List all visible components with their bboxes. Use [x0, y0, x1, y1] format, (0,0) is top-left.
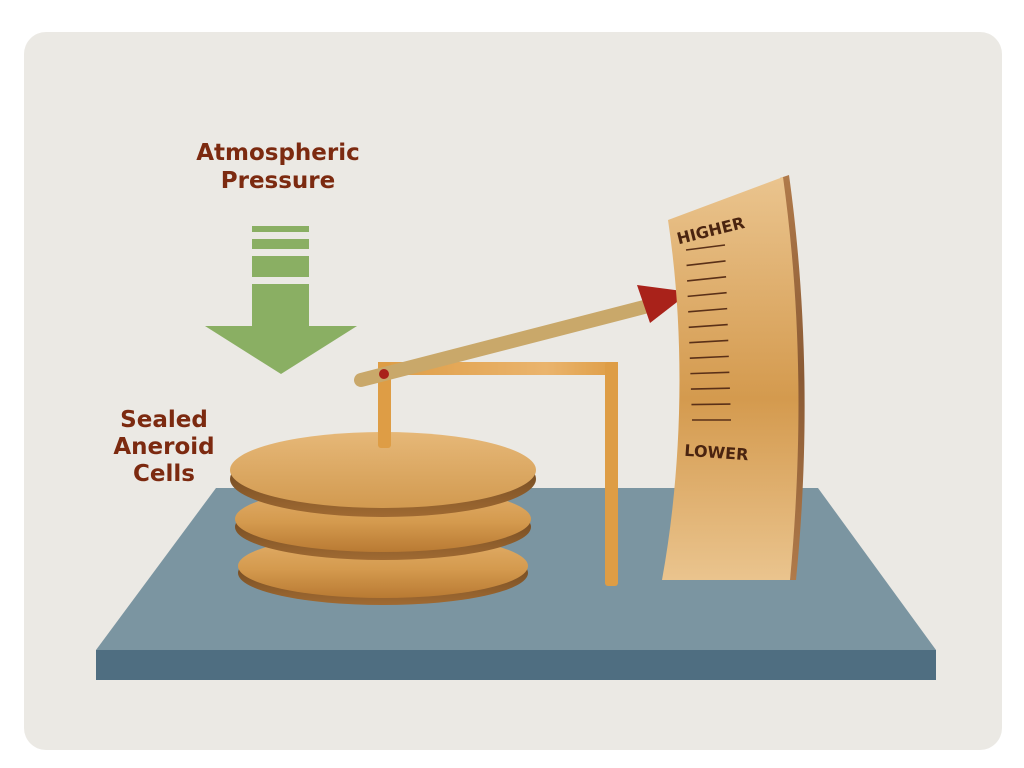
scale-tick — [689, 355, 729, 359]
cells-label-line1: Sealed — [120, 407, 208, 433]
cells-label-line3: Cells — [133, 461, 195, 487]
pointer-shaft — [354, 299, 655, 387]
scale-tick — [688, 307, 728, 313]
scale-tick — [690, 387, 730, 390]
scale-tick — [687, 291, 727, 298]
scale-tick — [686, 260, 726, 267]
pressure-arrow-stripe-3 — [252, 256, 309, 277]
scale-tick — [687, 276, 727, 282]
pressure-arrow — [205, 226, 357, 374]
scale-ticks — [685, 244, 731, 421]
base-plate-front — [96, 650, 936, 680]
pressure-arrow-head — [205, 326, 357, 374]
pressure-arrow-stripe-2 — [252, 239, 309, 249]
pivot-point — [379, 369, 389, 379]
scale-edge — [780, 175, 805, 580]
pressure-label-line2: Pressure — [221, 168, 336, 194]
aneroid-cell-stack — [230, 432, 536, 605]
scale-tick — [690, 371, 730, 375]
pressure-arrow-shaft — [252, 284, 309, 326]
scale-face — [662, 177, 799, 580]
scale-tick — [688, 323, 728, 329]
frame-right-post — [605, 362, 618, 586]
scale-tick — [685, 244, 726, 251]
scale-label-lower: LOWER — [684, 441, 749, 464]
pressure-arrow-stripe-1 — [252, 226, 309, 232]
pressure-scale: HIGHER LOWER — [662, 175, 805, 580]
pressure-label-line1: Atmospheric — [196, 140, 360, 166]
cells-label-line2: Aneroid — [113, 434, 214, 460]
scale-tick — [689, 339, 729, 344]
aneroid-cell-top — [230, 432, 536, 517]
frame-cell-rod — [378, 362, 391, 448]
